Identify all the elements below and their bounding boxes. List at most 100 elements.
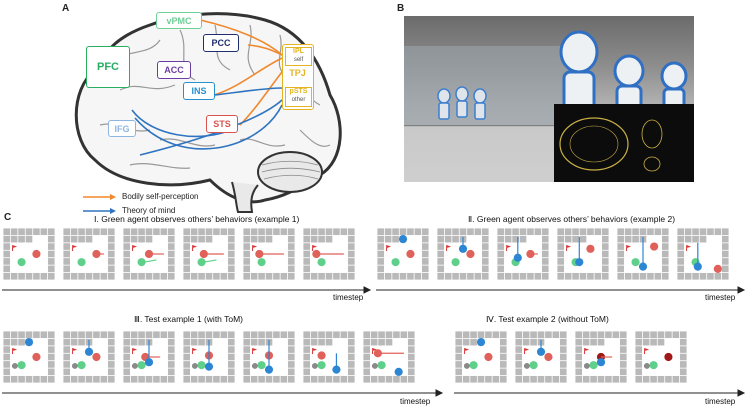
grid-cell [504, 235, 512, 243]
gray-object [643, 362, 650, 369]
grid-cell [392, 235, 399, 243]
grid-cell [78, 235, 85, 243]
grid-cell [679, 375, 687, 383]
grid-cell [70, 375, 78, 383]
grid-cell [347, 235, 355, 243]
grid-cell [499, 375, 507, 383]
grid-cell [515, 361, 523, 368]
grid-cell [63, 331, 71, 339]
gray-object [251, 362, 258, 369]
grid-cell [522, 338, 530, 346]
grid-cell [3, 228, 11, 236]
grid-cell [617, 272, 625, 280]
gray-object [583, 362, 590, 369]
grid-cell [657, 375, 665, 383]
grid-cell [18, 331, 25, 339]
grid-cell [213, 228, 220, 236]
gray-object [11, 362, 18, 369]
grid-cell [145, 235, 153, 243]
grid-cell [63, 353, 71, 361]
grid-cell [497, 228, 505, 236]
red-agent [664, 352, 673, 362]
grid-cell [617, 258, 625, 265]
grid-cell [654, 228, 662, 236]
grid-cell [153, 331, 160, 339]
flag-icon [626, 245, 632, 249]
grid-cell [721, 228, 729, 236]
grid-cell [407, 272, 414, 280]
grid-cell [661, 265, 669, 273]
grid-cell [679, 368, 687, 376]
flag-icon [252, 348, 258, 352]
grid-cell [47, 243, 55, 250]
grid-cell [497, 258, 505, 265]
grid-floor [152, 338, 168, 346]
grid-cell [407, 331, 415, 339]
grid-cell [601, 235, 609, 243]
grid-cell [243, 243, 251, 250]
grid-cell [123, 346, 131, 353]
grid-cell [699, 272, 707, 280]
grid-floor [646, 235, 662, 243]
grid-cell [601, 272, 609, 280]
grid-cell [47, 235, 55, 243]
grid-cell [258, 338, 265, 346]
grid-cell [572, 272, 579, 280]
grid-cell [303, 346, 311, 353]
green-agent [589, 361, 598, 370]
grid-cell [33, 375, 40, 383]
grid-cell [190, 272, 198, 280]
flag-icon [12, 348, 18, 352]
grid-cell [47, 361, 55, 368]
grid-cell [287, 346, 295, 353]
grid-cell [594, 228, 602, 236]
grid-cell [467, 228, 474, 236]
grid-cell [47, 331, 55, 339]
grid-cell [707, 272, 714, 280]
green-agent [77, 361, 86, 370]
grid-cell [243, 353, 251, 361]
grid-cell [318, 235, 325, 243]
grid-cell [499, 353, 507, 361]
grid-cell [377, 228, 385, 236]
grid-cell [280, 331, 288, 339]
region-ifg: IFG [108, 120, 136, 137]
flag-icon [192, 245, 198, 249]
grid-frame [63, 331, 115, 383]
grid-cell [167, 331, 175, 339]
grid-cell [287, 375, 295, 383]
flag-icon [386, 245, 392, 249]
grid-cell [534, 228, 542, 236]
grid-cell [455, 338, 463, 346]
grid-cell [481, 272, 489, 280]
blue-agent [398, 235, 408, 244]
grid-cell [679, 338, 687, 346]
grid-cell [605, 331, 612, 339]
grid-cell [392, 228, 399, 236]
grid-cell [10, 235, 18, 243]
grid-cell [499, 368, 507, 376]
grid-cell [347, 250, 355, 258]
gray-object [463, 362, 470, 369]
grid-cell [160, 375, 168, 383]
grid-frame [497, 228, 549, 280]
flag-icon [686, 245, 692, 249]
green-agent [529, 361, 538, 370]
grid-cell [227, 272, 235, 280]
grid-cell [699, 228, 707, 236]
grid-cell [63, 228, 71, 236]
grid-cell [10, 338, 18, 346]
grid-cell [167, 361, 175, 368]
grid-cell [287, 250, 295, 258]
grid-cell [40, 331, 48, 339]
grid-cell [519, 235, 527, 243]
grid-cell [377, 258, 385, 265]
grid-cell [205, 272, 213, 280]
grid-cell [617, 250, 625, 258]
grid-cell [575, 353, 583, 361]
grid-cell [243, 272, 251, 280]
grid-cell [123, 361, 131, 368]
blue-agent [596, 358, 606, 367]
grid-cell [552, 331, 560, 339]
